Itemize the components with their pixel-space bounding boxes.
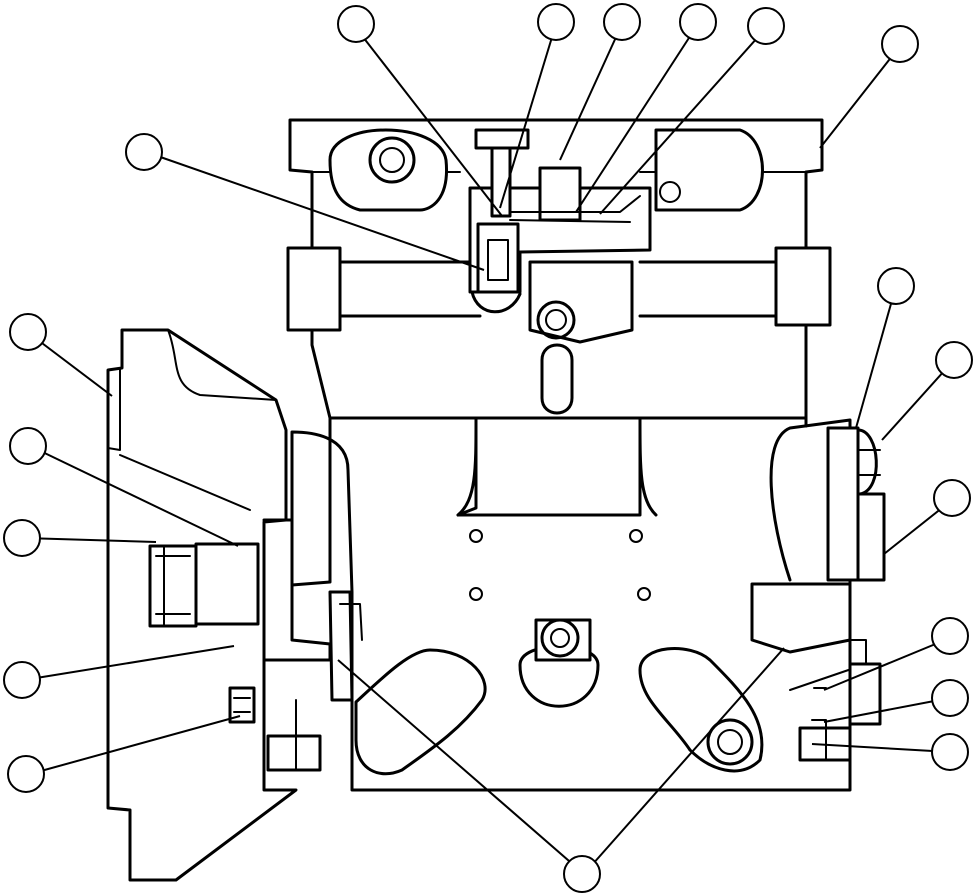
callout-8 <box>877 267 915 305</box>
callout-9 <box>935 341 973 379</box>
leader-lines <box>23 23 955 875</box>
callout-13 <box>3 519 41 557</box>
callout-7 <box>125 133 163 171</box>
upper-housing <box>286 118 832 420</box>
callout-14 <box>3 661 41 699</box>
callout-6 <box>881 25 919 63</box>
callout-4 <box>679 3 717 41</box>
callout-2 <box>537 3 575 41</box>
callout-17 <box>931 679 969 717</box>
right-side-assembly <box>750 426 886 762</box>
callout-16 <box>931 617 969 655</box>
callout-11 <box>9 313 47 351</box>
main-body <box>290 416 852 792</box>
callout-10 <box>933 479 971 517</box>
left-cover <box>106 328 363 882</box>
callout-15 <box>7 755 45 793</box>
callout-12 <box>9 427 47 465</box>
callout-18 <box>931 733 969 771</box>
callout-19 <box>563 855 601 893</box>
callout-bubbles <box>3 3 973 893</box>
callout-3 <box>603 3 641 41</box>
callout-1 <box>337 5 375 43</box>
callout-5 <box>747 7 785 45</box>
